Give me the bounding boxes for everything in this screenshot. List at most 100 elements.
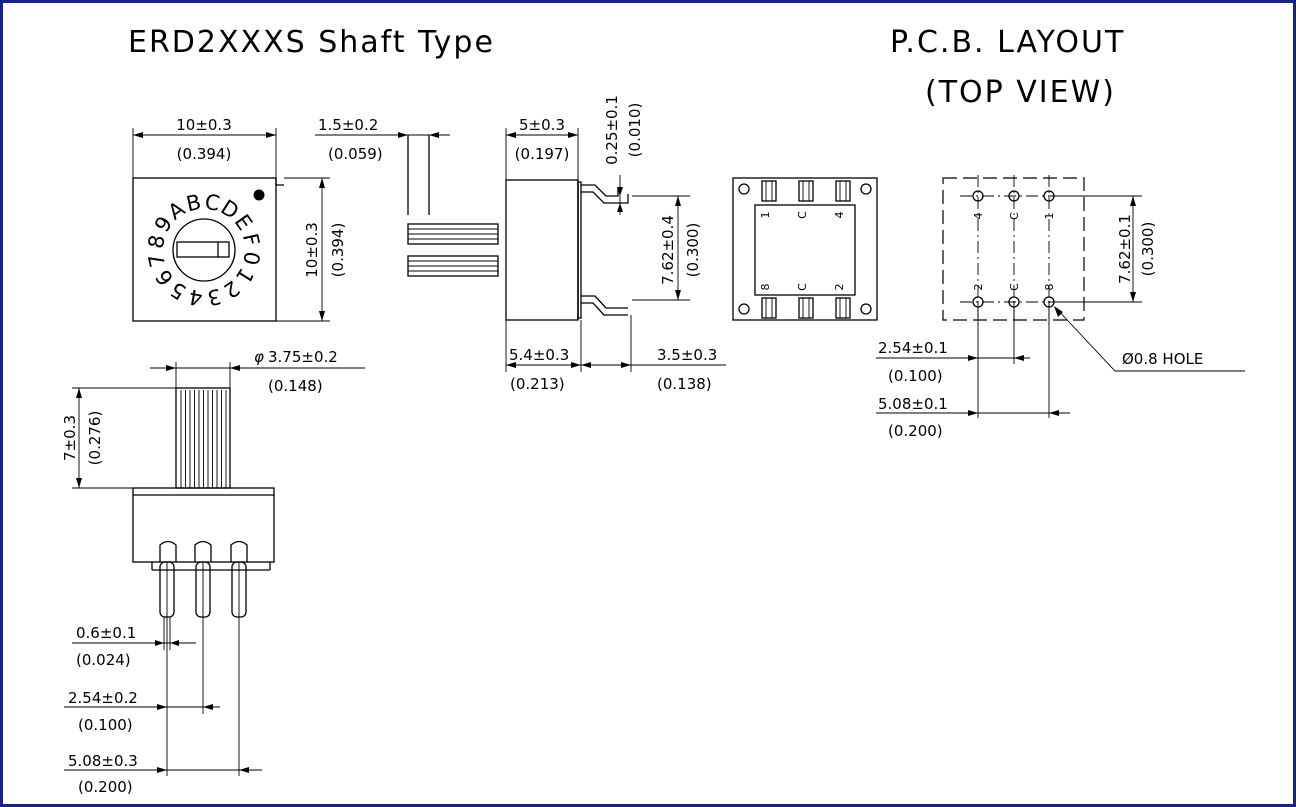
- dim-arrows: [76, 388, 82, 488]
- dim-pin-pitch-inch: (0.100): [78, 716, 133, 734]
- corner-hole: [860, 303, 872, 315]
- pcb-hole: [972, 190, 984, 202]
- corner-hole: [738, 303, 750, 315]
- corner-hole: [738, 183, 750, 195]
- pcb-pin-label: C: [1008, 283, 1021, 291]
- dim-pin-width-inch: (0.024): [76, 651, 131, 669]
- lead-edge-view: 1.5±0.2 (0.059): [315, 116, 499, 277]
- dim-lead-gap: 0.25±0.1: [603, 95, 621, 165]
- pin-label: 2: [833, 284, 846, 291]
- pcb-hole: [1008, 190, 1020, 202]
- dial-character: C: [203, 190, 222, 216]
- dim-arrows: [398, 132, 439, 138]
- leader-arrow: [1054, 306, 1063, 317]
- dim-pcb-row-inch: (0.300): [1139, 222, 1157, 277]
- dial-character: 0: [238, 250, 264, 267]
- rotor-slot: [176, 241, 230, 258]
- dim-lead-gap-inch: (0.010): [626, 103, 644, 158]
- dim-pcb-pitch-inch: (0.100): [888, 367, 943, 385]
- upper-lead-bend-inner: [581, 191, 629, 204]
- dim-pin-width: 0.6±0.1: [76, 624, 136, 642]
- dim-body-depth: 5±0.3: [519, 116, 565, 134]
- pin-label: 1: [759, 212, 772, 219]
- bottom-view: 1 C 4 8 C 2: [732, 177, 878, 321]
- pcb-layout-title: P.C.B. LAYOUT: [890, 25, 1125, 60]
- dim-height-right-inch: (0.394): [329, 223, 347, 278]
- side-view: 5±0.3 (0.197) 0.25±0.1 (0.010) 7.62±0.4 …: [505, 95, 726, 393]
- dim-lead-span-inch: (0.300): [684, 223, 702, 278]
- dim-arrows: [617, 187, 623, 212]
- pin-label: C: [796, 211, 809, 219]
- smd-pad: [835, 180, 851, 202]
- dim-pin-span-inch: (0.200): [78, 778, 133, 796]
- pcb-pin-label: C: [1008, 212, 1021, 220]
- dim-lead-thickness: 1.5±0.2: [318, 116, 378, 134]
- pin-label: 4: [833, 212, 846, 219]
- dim-shaft-height-inch: (0.276): [86, 411, 104, 466]
- dim-body-length-inch: (0.213): [510, 375, 565, 393]
- dim-body-length: 5.4±0.3: [509, 346, 569, 364]
- dim-pin-span: 5.08±0.3: [68, 752, 138, 770]
- smd-pad: [835, 297, 851, 319]
- hole-leader: [1055, 307, 1245, 372]
- drawing-title: ERD2XXXS Shaft Type: [128, 25, 495, 60]
- smd-pads: [761, 180, 851, 319]
- bottom-body: [732, 177, 878, 321]
- smd-pad: [798, 297, 814, 319]
- shaft-knurl: [180, 390, 227, 488]
- dim-body-depth-inch: (0.197): [515, 145, 570, 163]
- pcb-pin-label: 8: [1043, 284, 1056, 291]
- side-body: [505, 179, 579, 321]
- dial-character: B: [184, 190, 203, 217]
- dim-lead-span: 7.62±0.4: [659, 215, 677, 285]
- pin-hood: [159, 540, 177, 562]
- pin-label: C: [796, 283, 809, 291]
- dim-width-top-inch: (0.394): [177, 145, 232, 163]
- dim-width-top: 10±0.3: [176, 116, 232, 134]
- dim-shaft-dia: 3.75±0.2: [268, 348, 338, 366]
- pcb-pin-label: 4: [972, 213, 985, 220]
- dim-pin-pitch: 2.54±0.2: [68, 689, 138, 707]
- pin-hood: [230, 540, 248, 562]
- dim-pcb-row: 7.62±0.1: [1116, 214, 1134, 284]
- pin-label: 8: [759, 284, 772, 291]
- dim-shaft-dia-inch: (0.148): [268, 377, 323, 395]
- side-body-flange: [577, 181, 582, 319]
- dim-lead-thickness-inch: (0.059): [328, 145, 383, 163]
- dim-pcb-pitch: 2.54±0.1: [878, 339, 948, 357]
- lower-lead-bend: [581, 295, 628, 309]
- dial-character: F: [238, 231, 264, 248]
- dial-character: 3: [205, 284, 223, 310]
- pcb-pin-label: 1: [1043, 213, 1056, 220]
- pcb-hole: [1043, 190, 1055, 202]
- dim-pcb-span-inch: (0.200): [888, 422, 943, 440]
- dim-pcb-span: 5.08±0.1: [878, 395, 948, 413]
- index-dot: [253, 189, 265, 201]
- rotor-knob: [172, 218, 236, 282]
- dim-lead-length-inch: (0.138): [657, 375, 712, 393]
- dial-character: 8: [144, 233, 170, 250]
- pcb-layout-subtitle: (TOP VIEW): [925, 75, 1116, 110]
- smd-pad: [798, 180, 814, 202]
- front-body-notch: [275, 178, 284, 186]
- dim-shaft-height: 7±0.3: [61, 415, 79, 461]
- dial-character: 4: [187, 284, 204, 310]
- dim-lead-length: 3.5±0.3: [657, 346, 717, 364]
- bottom-recess: [754, 204, 856, 296]
- smd-pad: [761, 180, 777, 202]
- hole-callout: Ø0.8 HOLE: [1122, 350, 1203, 368]
- lower-lead-bend-inner: [581, 302, 628, 316]
- shaft-view: φ 3.75±0.2 (0.148) 7±0.3 (0.276) 0.6±0.1…: [61, 348, 365, 796]
- smd-pad: [761, 297, 777, 319]
- pcb-pin-label: 2: [972, 284, 985, 291]
- pin-hood: [194, 540, 212, 562]
- pcb-layout: 4 C 1 2 C 8 7.62±0.1 (0.300) 2.54±0.1 (0…: [876, 175, 1245, 440]
- upper-lead-bend: [581, 184, 619, 197]
- dim-arrows: [155, 640, 179, 646]
- corner-hole: [860, 183, 872, 195]
- front-body-outline: [132, 177, 277, 322]
